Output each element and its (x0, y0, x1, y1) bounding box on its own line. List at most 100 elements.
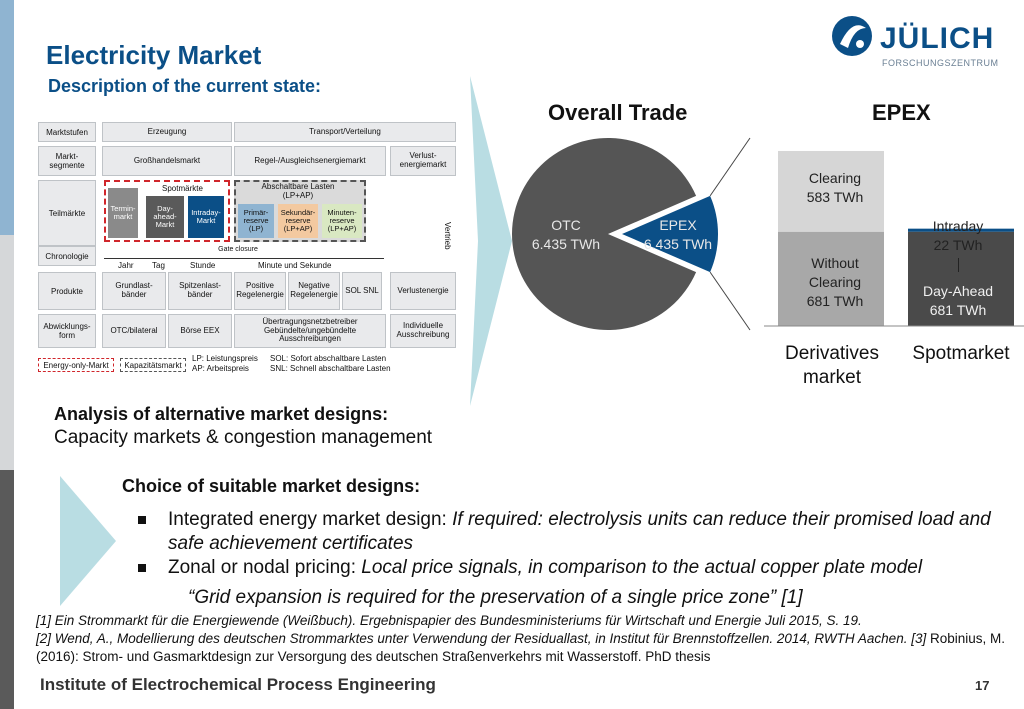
left-accent-bar-bottom (0, 470, 14, 709)
connector-line-bottom (709, 271, 751, 331)
bar-intraday (908, 228, 1014, 232)
bullet-square-icon (138, 564, 146, 572)
row-label: Produkte (38, 272, 96, 310)
left-accent-bar-mid (0, 235, 14, 470)
bar-label-intraday: Intraday 22 TWh (906, 217, 1010, 255)
settlement-cell: OTC/bilateral (102, 314, 166, 348)
intraday-leader-line (958, 258, 959, 272)
bullet-square-icon (138, 516, 146, 524)
legend-note: SNL: Schnell abschaltbare Lasten (270, 364, 391, 373)
segment-cell: Regel-/Ausgleichsenergiemarkt (234, 146, 386, 176)
pie-slice-epex (622, 195, 718, 273)
sekundaer-box: Sekundär-reserve (LP+AP) (278, 204, 318, 238)
flow-arrow-small (60, 476, 116, 606)
settlement-cell: Übertragungsnetzbetreiber Gebündelte/ung… (234, 314, 386, 348)
product-cell: SOL SNL (342, 272, 382, 310)
bar-label-day-ahead: Day-Ahead 681 TWh (906, 282, 1010, 320)
quote-text: “Grid expansion is required for the pres… (188, 587, 803, 608)
chronology-label: Tag (152, 261, 165, 270)
termin-markt-box: Termin-markt (108, 188, 138, 238)
bar-label-intraday-l2: 22 TWh (933, 237, 983, 253)
bar-label-clearing-l2: 583 TWh (806, 189, 864, 205)
reference-2: [2] Wend, A., Modellierung des deutschen… (36, 631, 908, 646)
market-structure-table: Marktstufen Erzeugung Transport/Verteilu… (38, 122, 470, 352)
page-number: 17 (975, 678, 990, 693)
bar-label-clearing-l1: Clearing (808, 170, 862, 186)
analysis-text: Capacity markets & congestion management (54, 427, 433, 448)
pie-label-epex: EPEX 6.435 TWh (628, 216, 728, 254)
analysis-heading: Analysis of alternative market designs: (54, 404, 389, 424)
bullet-italic: If required: electrolysis units can redu… (168, 509, 991, 554)
reference-3-tag: [3] (911, 631, 927, 646)
abschaltbare-label: Abschaltbare Lasten (LP+AP) (261, 182, 335, 200)
bullet-lead: Integrated energy market design: (168, 509, 453, 530)
primaer-box: Primär-reserve (LP) (238, 204, 274, 238)
chronology-label: Minute und Sekunde (258, 261, 332, 270)
bar-label-da-l2: 681 TWh (929, 302, 987, 318)
gate-closure-label: Gate closure (218, 246, 258, 253)
spot-markets-label: Spotmärkte (162, 184, 203, 193)
chronology-label: Stunde (190, 261, 216, 270)
chronology-label: Jahr (118, 261, 134, 270)
day-ahead-box: Day-ahead-Markt (146, 196, 184, 238)
legend-note: AP: Arbeitspreis (192, 364, 249, 373)
epex-bar-chart (764, 150, 1024, 327)
pie-label-epex-value: 6.435 TWh (643, 236, 713, 252)
bullet-italic: Local price signals, in comparison to th… (361, 557, 923, 578)
flow-arrow-large (470, 76, 512, 406)
legend-note: LP: Leistungspreis (192, 354, 258, 363)
minuten-box: Minuten-reserve (LP+AP) (322, 204, 362, 238)
page-subtitle: Description of the current state: (48, 76, 322, 96)
bar-label-wc-l2: Clearing (808, 274, 862, 290)
pie-label-otc: OTC 6.435 TWh (512, 216, 620, 254)
row-label: Marktstufen (38, 122, 96, 142)
vertrieb-label: Vertrieb (443, 222, 452, 250)
legend-energy-only: Energy-only-Markt (38, 358, 114, 372)
row-label: Abwicklungs-form (38, 314, 96, 348)
pie-label-otc-name: OTC (551, 217, 581, 233)
pie-slice-otc (512, 137, 697, 330)
footer-institute: Institute of Electrochemical Process Eng… (40, 675, 436, 694)
intraday-box: Intraday-Markt (188, 196, 224, 238)
row-label: Chronologie (38, 246, 96, 266)
col-header: Erzeugung (102, 122, 232, 142)
bar-label-da-l1: Day-Ahead (922, 283, 994, 299)
product-cell: Positive Regelenergie (234, 272, 286, 310)
pie-label-otc-value: 6.435 TWh (531, 236, 601, 252)
bar-label-clearing: Clearing 583 TWh (780, 169, 890, 207)
logo-wordmark: JÜLICH (880, 22, 995, 55)
col-header: Transport/Verteilung (234, 122, 456, 142)
logo-subtitle: FORSCHUNGSZENTRUM (882, 58, 999, 68)
page-title: Electricity Market (46, 40, 262, 70)
bar-category-spotmarket: Spotmarket (912, 343, 1010, 364)
product-cell: Negative Regelenergie (288, 272, 340, 310)
bar-chart-title: EPEX (872, 100, 931, 125)
choice-heading: Choice of suitable market designs: (122, 476, 421, 496)
connector-line-top (709, 137, 751, 197)
legend-capacity: Kapazitätsmarkt (120, 358, 186, 372)
reference-3: Robinius, M. (2016): Strom- und Gasmarkt… (36, 631, 1006, 664)
product-cell: Spitzenlast-bänder (168, 272, 232, 310)
pie-label-epex-name: EPEX (659, 217, 697, 233)
bullet-item: Integrated energy market design: If requ… (132, 508, 1012, 556)
segment-cell: Großhandelsmarkt (102, 146, 232, 176)
settlement-cell: Börse EEX (168, 314, 232, 348)
bullet-text: Integrated energy market design: If requ… (168, 508, 1012, 556)
product-cell: Verlustenergie (390, 272, 456, 310)
bullet-item: Zonal or nodal pricing: Local price sign… (132, 556, 1012, 580)
spot-markets-frame (104, 180, 230, 242)
bar-without-clearing (778, 231, 884, 326)
bullet-text: Zonal or nodal pricing: Local price sign… (168, 556, 922, 580)
bar-label-wc-l1: Without (811, 255, 859, 271)
bar-label-intraday-l1: Intraday (932, 218, 984, 234)
julich-logo-icon (832, 16, 872, 56)
row-label: Teilmärkte (38, 180, 96, 246)
product-cell: Grundlast-bänder (102, 272, 166, 310)
bar-day-ahead (908, 231, 1014, 326)
legend-note: SOL: Sofort abschaltbare Lasten (270, 354, 387, 363)
timeline-line (104, 258, 384, 259)
segment-cell: Verlust-energiemarkt (390, 146, 456, 176)
bar-label-wc-l3: 681 TWh (806, 293, 864, 309)
left-accent-bar-top (0, 0, 14, 235)
bullet-lead: Zonal or nodal pricing: (168, 557, 362, 578)
